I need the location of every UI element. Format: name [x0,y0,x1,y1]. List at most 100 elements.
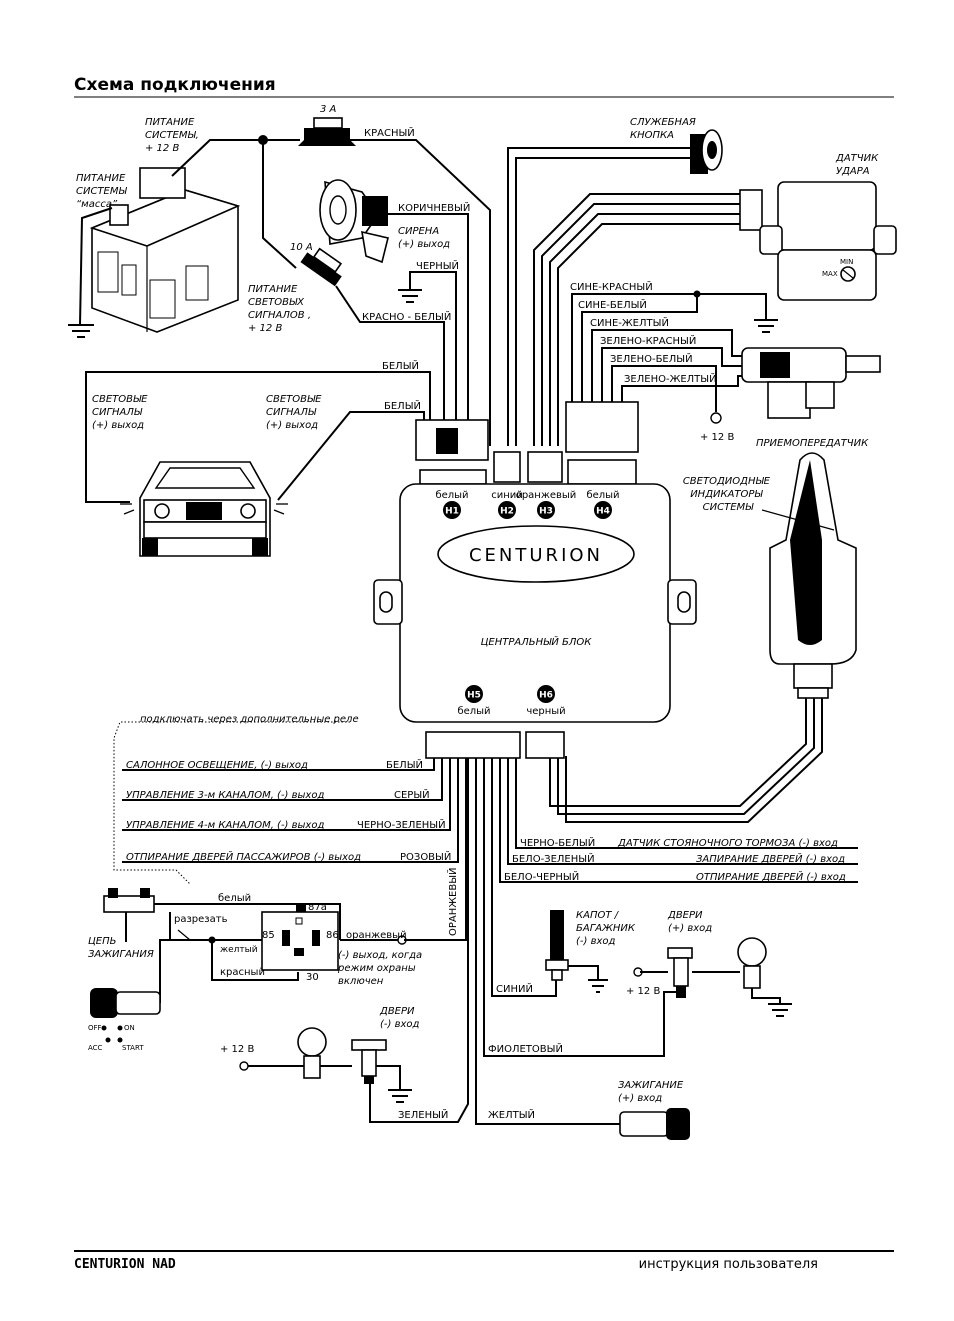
connector-id: H3 [539,507,553,517]
connector-h4 [565,401,639,453]
connector-h6 [525,731,565,759]
relay-icon [261,904,339,971]
label-lights-out-left: СВЕТОВЫЕ СИГНАЛЫ (+) выход [92,394,151,431]
connector-id: H6 [539,691,553,701]
unit-name: ЦЕНТРАЛЬНЫЙ БЛОК [481,635,593,648]
label-shock-sensor: ДАТЧИК УДАРА [835,153,881,177]
page-title: Схема подключения [74,75,276,95]
label-wire-h5-black-green: ЧЕРНО-ЗЕЛЕНЫЙ [357,818,446,831]
label-fuse-3a: 3 А [320,104,337,115]
connector-id: H4 [596,507,610,517]
key-acc: ACC [88,1044,103,1052]
label-wire-red-white: КРАСНО - БЕЛЫЙ [362,310,451,323]
label-shock-max: MAX [822,270,838,278]
key-switch-icon [90,988,161,1043]
label-wire-violet: ФИОЛЕТОВЫЙ [488,1042,563,1055]
ignition-key-icon [619,1108,690,1140]
label-ground-power: ПИТАНИЕ СИСТЕМЫ “масса” [76,173,130,210]
label-wire-green-yellow: ЗЕЛЕНО-ЖЕЛТЫЙ [624,372,717,385]
label-wire-green-red: ЗЕЛЕНО-КРАСНЫЙ [600,334,696,347]
label-wire-black-white: ЧЕРНО-БЕЛЫЙ [520,836,595,849]
connector-color-label: черный [526,706,565,717]
label-wire-white-2: БЕЛЫЙ [384,399,421,412]
transceiver-antenna [769,452,857,699]
connector-id-badge [498,501,516,519]
door-lock-actuator [741,347,881,419]
relay-pin-30: 30 [306,972,319,983]
label-wire-blue: СИНИЙ [496,982,533,995]
connector-h2 [493,451,521,483]
label-out-interior: САЛОННОЕ ОСВЕЩЕНИЕ, (-) выход [126,760,308,771]
label-leds: СВЕТОДИОДНЫЕ ИНДИКАТОРЫ СИСТЕМЫ [683,476,773,513]
fuse-10a [300,247,343,287]
label-ignition-circuit: ЦЕПЬ ЗАЖИГАНИЯ [88,936,154,960]
label-wire-yellow: ЖЕЛТЫЙ [488,1108,535,1121]
footer-right: инструкция пользователя [639,1257,818,1272]
connector-id: H2 [500,507,514,517]
label-shock-min: MIN [840,258,853,266]
label-out-pass-unlock: ОТПИРАНИЕ ДВЕРЕЙ ПАССАЖИРОВ (-) выход [126,850,361,863]
label-service-button: СЛУЖЕБНАЯ КНОПКА [630,117,699,141]
footer-left: CENTURION NAD [74,1257,176,1272]
unit-brand: CENTURION [469,545,603,566]
label-fuse-10a: 10 А [290,242,313,253]
fuse-3a [298,117,356,146]
connector-id: H1 [445,507,459,517]
connector-id-badge [465,685,483,703]
label-wire-white-1: БЕЛЫЙ [382,359,419,372]
label-siren: СИРЕНА (+) выход [398,226,450,250]
label-relay-red: красный [220,967,265,978]
battery [89,167,241,333]
label-wire-blue-yellow: СИНЕ-ЖЕЛТЫЙ [590,316,669,329]
label-hood: КАПОТ / БАГАЖНИК (-) вход [576,910,638,947]
label-wire-h5-gray: СЕРЫЙ [394,788,430,801]
battery-clamp [139,167,186,199]
key-on: ON [124,1024,135,1032]
key-off: OFF [88,1024,102,1032]
label-doors-plus: ДВЕРИ (+) вход [667,910,712,934]
label-wire-blue-red: СИНЕ-КРАСНЫЙ [570,280,653,293]
connector-id: H5 [467,691,481,701]
label-relay-yellow: желтый [220,945,258,955]
door-switch-minus-icon [351,1039,387,1084]
label-lights-out-right: СВЕТОВЫЕ СИГНАЛЫ (+) выход [266,394,325,431]
label-in-handbrake: ДАТЧИК СТОЯНОЧНОГО ТОРМОЗА (-) вход [617,838,838,849]
label-wire-h5-white: БЕЛЫЙ [386,758,423,771]
connector-badge-h5: белый H5 [457,685,491,717]
relay-pin-86: 86 [326,930,339,941]
label-wire-green: ЗЕЛЕНЫЙ [398,1108,448,1121]
connector-color-label: белый [435,490,468,501]
connector-id-badge [537,501,555,519]
label-ignition-in: ЗАЖИГАНИЕ (+) вход [618,1080,686,1104]
lamp-icon-left [297,1027,327,1079]
label-relay-orange: оранжевый [346,930,407,941]
label-relay-note: подключать через дополнительные реле [140,714,359,725]
label-out-ch4: УПРАВЛЕНИЕ 4-м КАНАЛОМ, (-) выход [126,820,324,831]
label-wire-red: КРАСНЫЙ [364,126,415,139]
hood-switch-icon [545,910,569,981]
connector-color-label: оранжевый [516,490,577,501]
label-wire-blue-white: СИНЕ-БЕЛЫЙ [578,298,647,311]
label-doors-minus: ДВЕРИ (-) вход [379,1006,420,1030]
connector-h5 [425,731,521,759]
label-wire-white-green: БЕЛО-ЗЕЛЕНЫЙ [512,852,595,865]
label-wire-h5-pink: РОЗОВЫЙ [400,850,451,863]
label-in-unlock: ОТПИРАНИЕ ДВЕРЕЙ (-) вход [696,870,846,883]
label-wire-green-white: ЗЕЛЕНО-БЕЛЫЙ [610,352,693,365]
connector-id-badge [594,501,612,519]
label-lights-power: ПИТАНИЕ СВЕТОВЫХ СИГНАЛОВ , + 12 В [248,284,314,334]
label-transceiver: ПРИЕМОПЕРЕДАТЧИК [756,438,869,449]
connector-color-label: белый [457,706,490,717]
central-unit [373,483,697,723]
service-button-icon [690,129,723,174]
connector-h3 [527,451,563,483]
ignition-switch-icon [103,888,155,913]
label-wire-brown: КОРИЧНЕВЫЙ [398,201,470,214]
relay-pin-87a: 87a [308,902,327,913]
label-armed-out: (-) выход, когда режим охраны включен [337,950,425,987]
